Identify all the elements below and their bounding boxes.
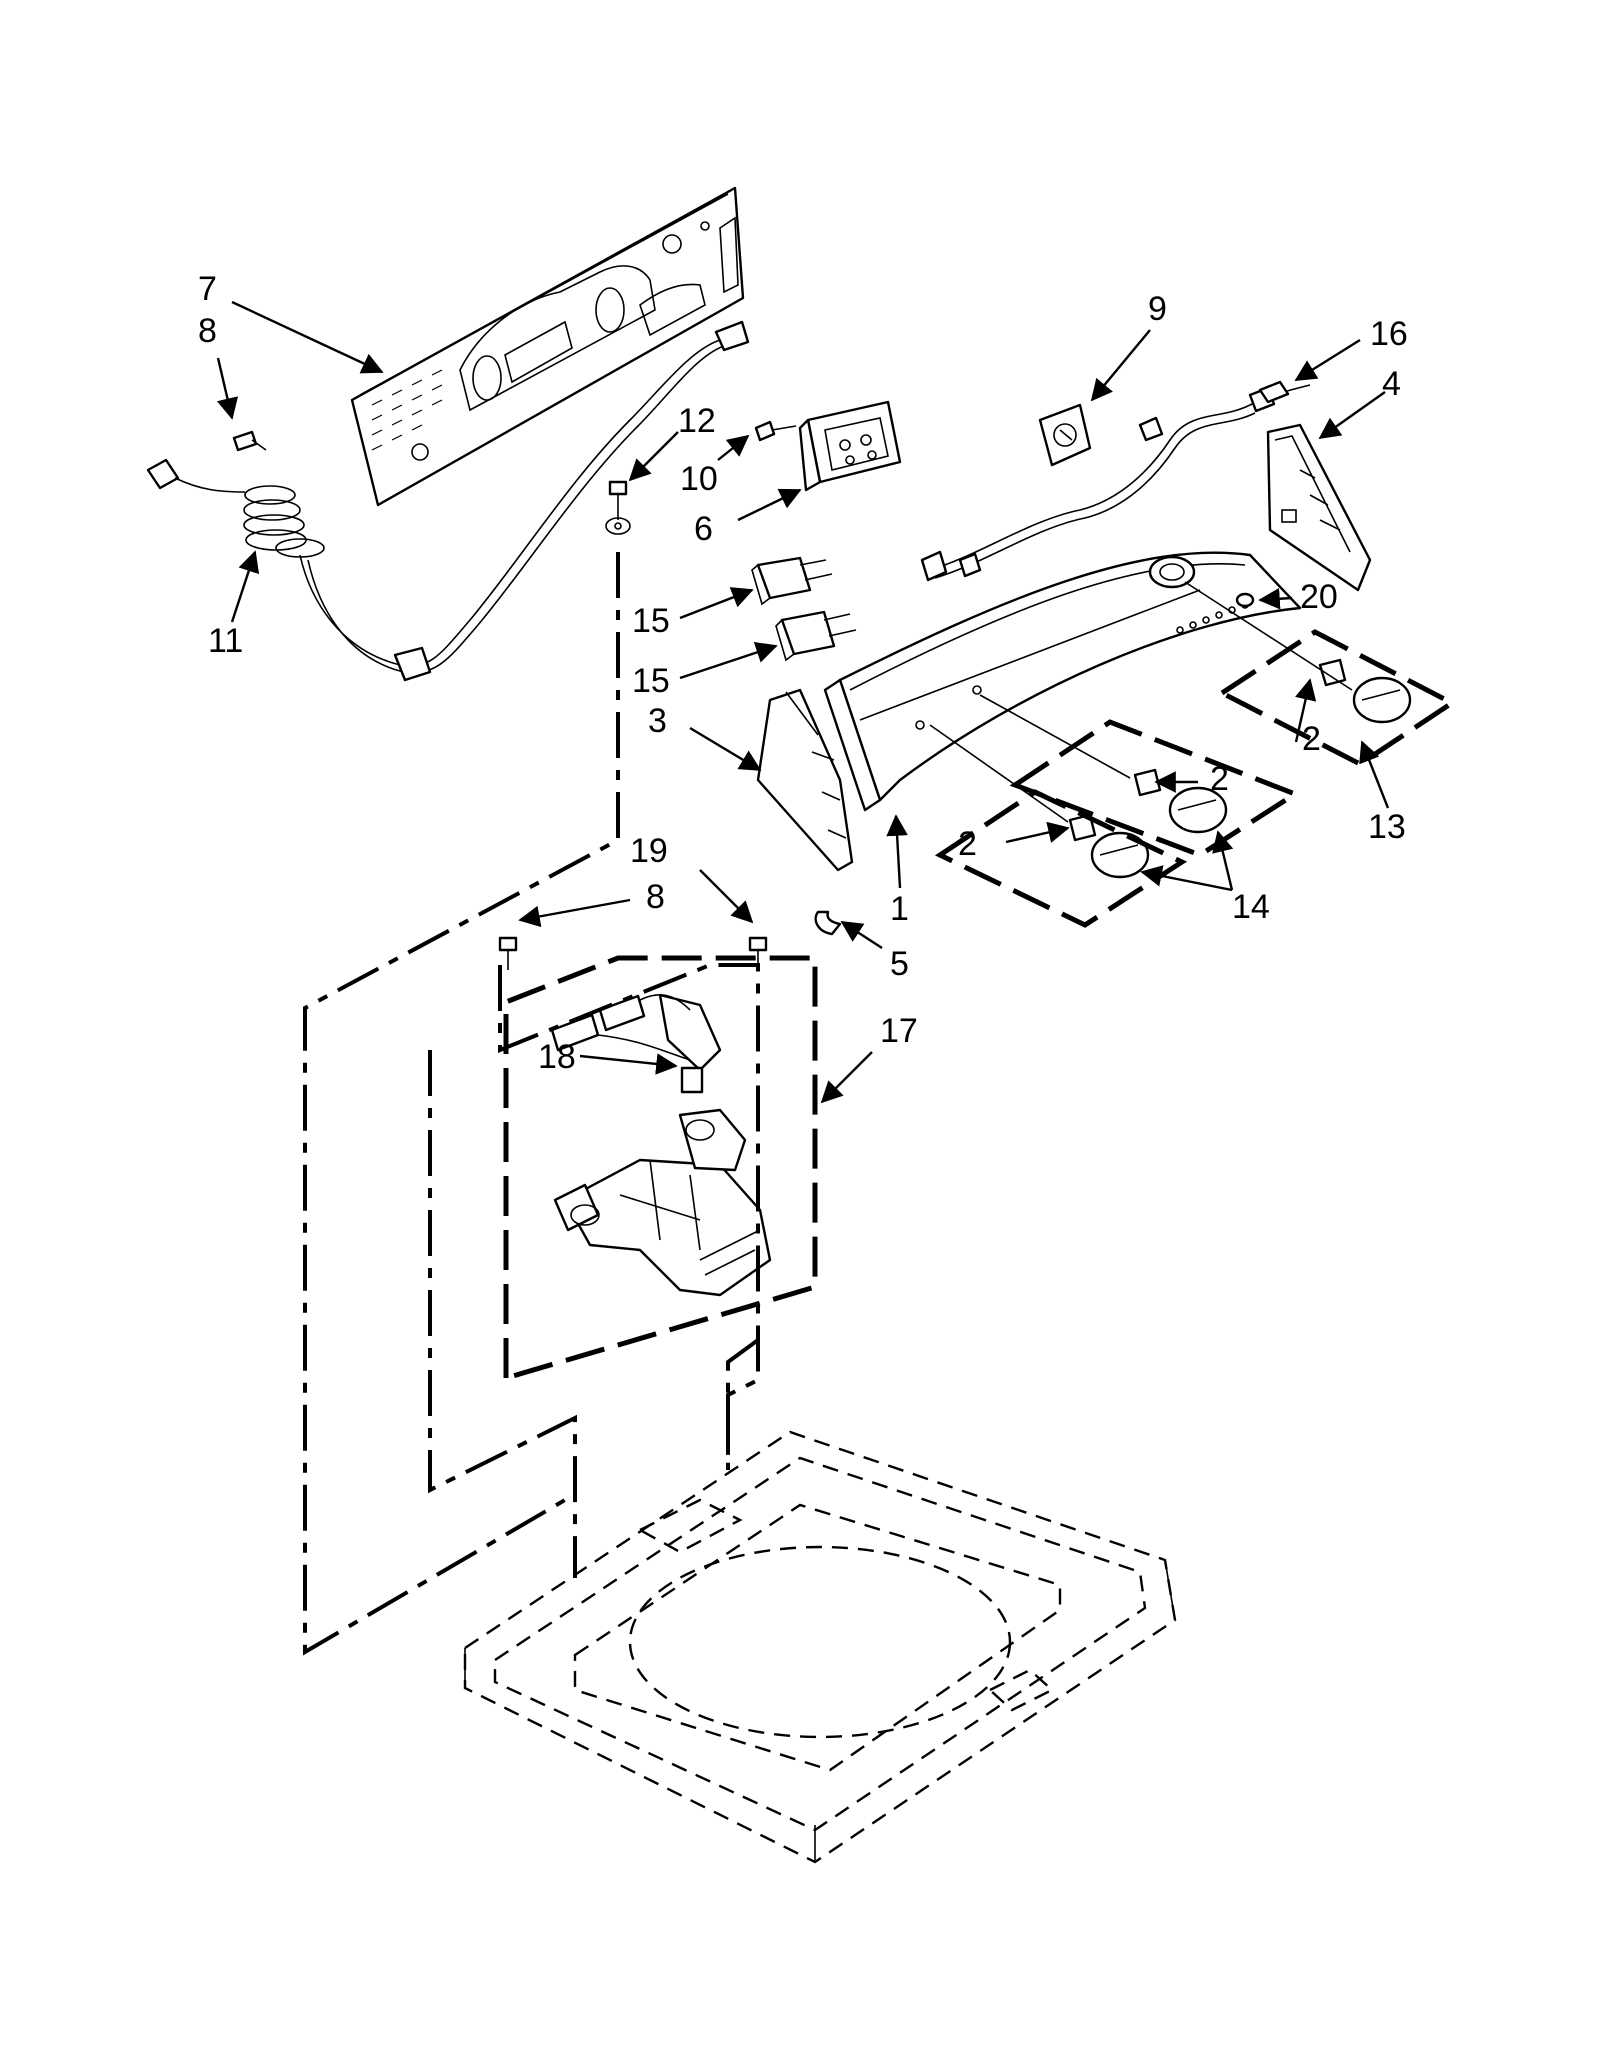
leader-10 [717, 434, 750, 461]
callout-labels: 7 8 11 12 10 6 9 16 4 20 15 15 3 2 2 2 1… [198, 270, 1408, 1076]
callout-13: 13 [1368, 808, 1406, 846]
switch-lower [775, 610, 857, 662]
callout-15a: 15 [632, 602, 670, 640]
callout-9: 9 [1148, 290, 1167, 328]
callout-6: 6 [694, 510, 713, 548]
leader-17 [820, 1051, 873, 1104]
water-valve-assembly [553, 1108, 772, 1297]
knob-13 [1352, 676, 1412, 724]
control-board [798, 400, 902, 492]
knob-14-upper [1168, 786, 1228, 834]
leader-14b [1140, 865, 1233, 892]
leader-14a [1212, 830, 1234, 891]
right-end-cap [1266, 423, 1372, 592]
leader-12 [628, 431, 679, 482]
leader-13 [1359, 740, 1390, 809]
power-cord [146, 320, 750, 682]
switch-bracket [1038, 403, 1092, 467]
callout-8a: 8 [198, 312, 217, 350]
callout-18: 18 [538, 1038, 576, 1076]
callout-2a: 2 [1302, 720, 1321, 758]
leader-19 [699, 869, 754, 924]
leader-2a [1294, 678, 1317, 743]
leader-6 [737, 488, 802, 522]
callout-12: 12 [678, 402, 716, 440]
knob-shafts [929, 581, 1353, 823]
group-box-17 [503, 955, 818, 1382]
phantom-assembly-lines [303, 552, 760, 1656]
group-box-14 [934, 719, 1301, 928]
left-end-cap [756, 688, 854, 872]
callout-17: 17 [880, 1012, 918, 1050]
ground-screw [605, 480, 631, 535]
clip [814, 910, 842, 936]
callout-16: 16 [1370, 315, 1408, 353]
console-housing [823, 551, 1302, 812]
callout-5: 5 [890, 945, 909, 983]
cabinet-top [463, 1430, 1177, 1864]
callout-10: 10 [680, 460, 718, 498]
callout-15b: 15 [632, 662, 670, 700]
leader-7 [231, 300, 384, 374]
leader-15b [679, 642, 778, 680]
bushing-13 [1318, 658, 1347, 687]
leader-8a [216, 357, 239, 420]
screw-8-upper [232, 430, 267, 452]
leader-15a [679, 587, 754, 620]
control-board-screw [754, 420, 797, 442]
leader-8b [518, 898, 631, 928]
leader-3 [689, 726, 762, 772]
callout-2c: 2 [958, 825, 977, 863]
callout-20: 20 [1300, 578, 1338, 616]
callout-3: 3 [648, 702, 667, 740]
callout-4: 4 [1382, 365, 1401, 403]
callout-19: 19 [630, 832, 668, 870]
leader-4 [1318, 391, 1386, 440]
callout-11: 11 [208, 622, 243, 660]
callout-1: 1 [890, 890, 909, 928]
callout-14: 14 [1232, 888, 1270, 926]
rear-console-panel [350, 186, 745, 507]
callout-8b: 8 [646, 878, 665, 916]
knob-14-lower [1090, 831, 1150, 879]
leader-lines [216, 300, 1390, 1104]
screw-8-lower [498, 936, 518, 970]
leader-20 [1258, 587, 1293, 610]
leader-18 [579, 1053, 678, 1075]
leader-16 [1294, 338, 1361, 382]
leader-9 [1090, 329, 1151, 402]
leader-11 [230, 550, 260, 623]
indicator-nut [1235, 592, 1255, 608]
wire-harness [920, 380, 1311, 582]
switch-upper [751, 556, 833, 606]
callout-7: 7 [198, 270, 217, 308]
leader-5 [840, 920, 883, 950]
group-box-13 [1217, 629, 1457, 767]
leader-2c [1005, 821, 1070, 844]
inlet-valve-harness [550, 993, 722, 1094]
leader-1 [886, 814, 908, 889]
callout-2b: 2 [1210, 760, 1229, 798]
